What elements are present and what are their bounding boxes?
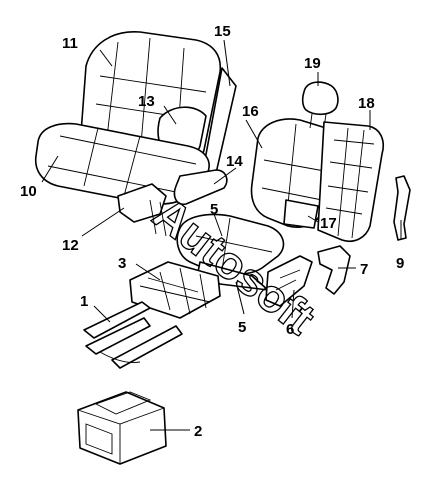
callout-9: 9 [396, 255, 404, 272]
seat-side-bracket [393, 175, 411, 241]
callout-18: 18 [358, 95, 375, 112]
callout-17: 17 [320, 215, 337, 232]
callout-12: 12 [62, 237, 79, 254]
backrest-frame [317, 121, 384, 242]
callout-19: 19 [304, 55, 321, 72]
seat-bracket [117, 183, 167, 223]
callout-4: 5 [238, 319, 246, 336]
callout-10: 10 [20, 183, 37, 200]
seat-slide-mechanism [265, 255, 313, 307]
callout-11: 11 [62, 35, 78, 52]
callout-3: 3 [118, 255, 126, 272]
leader-lines [41, 39, 402, 431]
headrest [301, 81, 339, 129]
backrest-lower-panel [283, 199, 319, 229]
callout-5: 5 [210, 201, 218, 218]
storage-box [77, 391, 167, 465]
callout-7: 7 [360, 261, 368, 278]
front-seat-cushion [176, 213, 285, 276]
recliner-lever [317, 245, 351, 295]
callout-13: 13 [138, 93, 155, 110]
callout-14: 14 [226, 153, 243, 170]
callout-15: 15 [214, 23, 231, 40]
seat-heating-pad [129, 261, 221, 319]
callout-6: 6 [286, 321, 294, 338]
armrest [173, 169, 228, 206]
callout-2: 2 [194, 423, 202, 440]
callout-16: 16 [242, 103, 259, 120]
seat-rails [83, 301, 183, 369]
callout-1: 1 [80, 293, 88, 310]
